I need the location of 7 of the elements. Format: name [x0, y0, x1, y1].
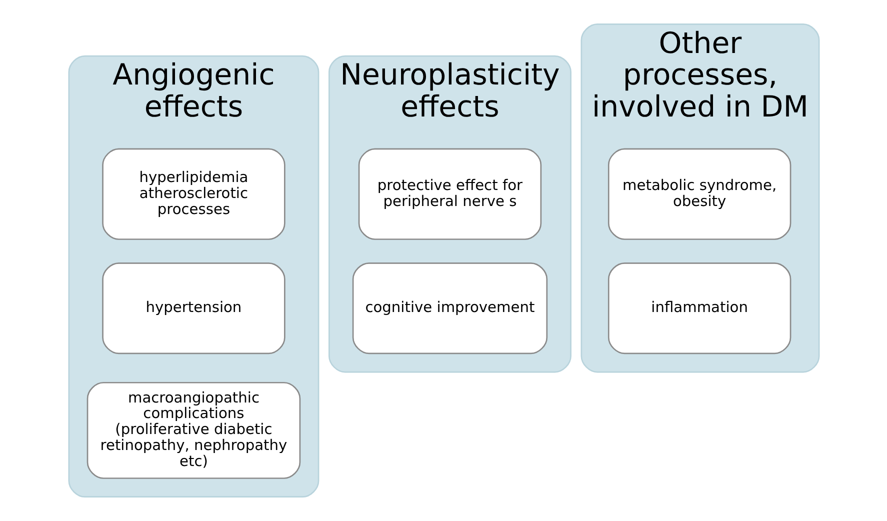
node-box: hyperlipidemia atherosclerotic processes	[102, 148, 285, 240]
node-box: cognitive improvement	[352, 262, 548, 354]
node-box: inflammation	[607, 262, 791, 354]
node-box: macroangiopathic complications (proliferative diabetic retinopathy, nephropathy etc)	[86, 382, 300, 479]
node-box: protective effect for peripheral nerve s	[358, 148, 542, 240]
node-box: hypertension	[102, 262, 285, 354]
node-box: metabolic syndrome, obesity	[607, 148, 791, 240]
